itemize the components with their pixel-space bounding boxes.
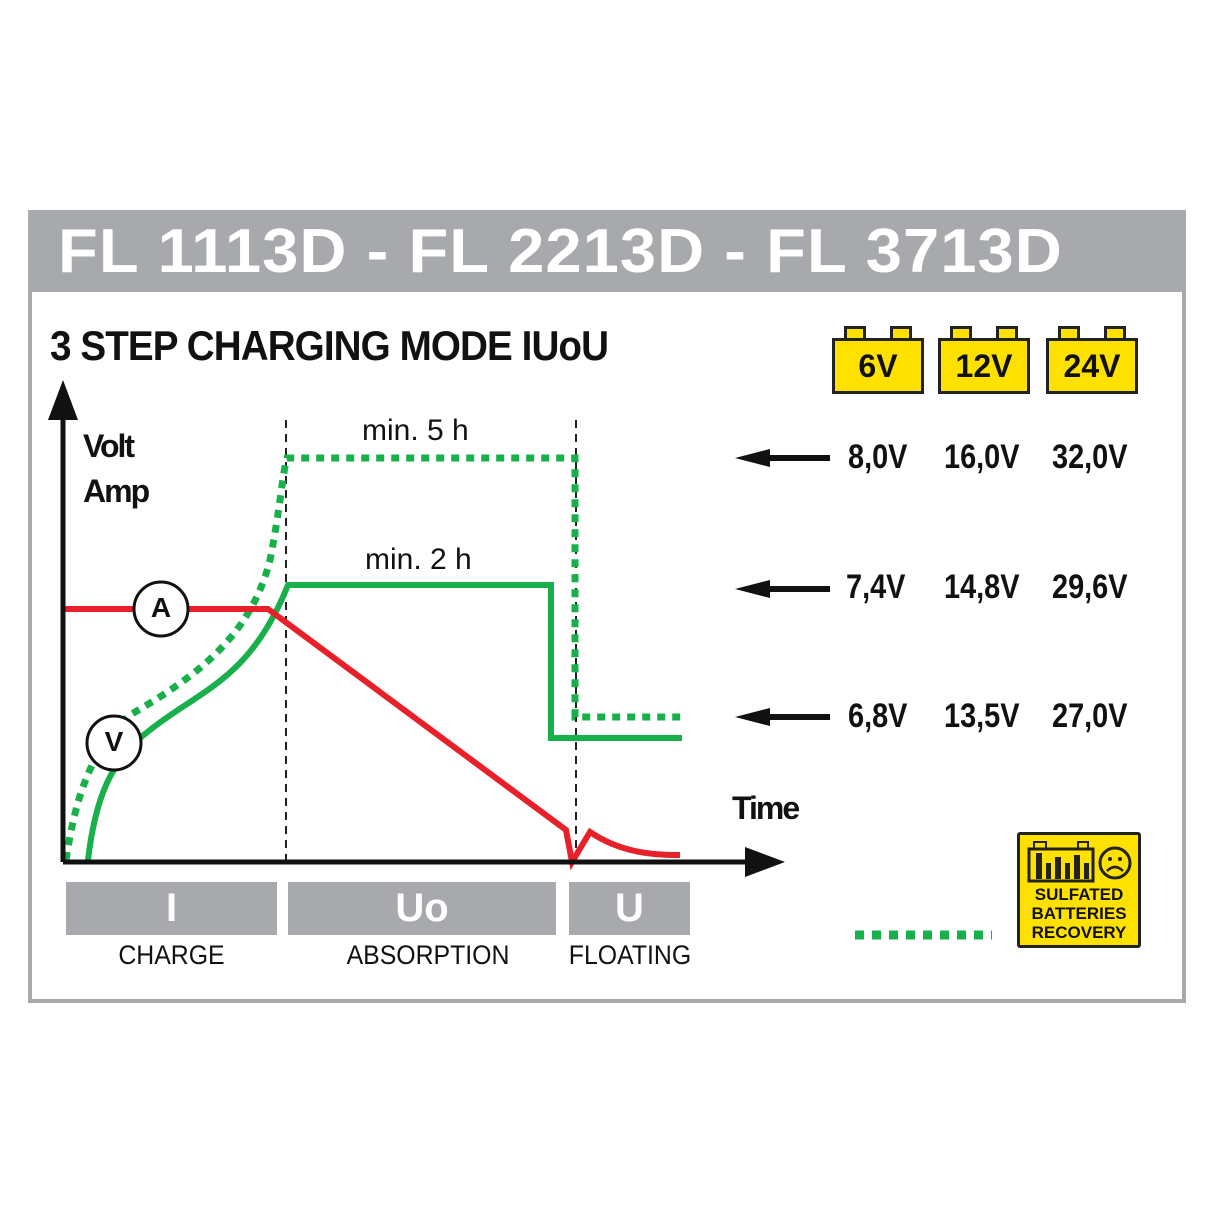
badge-text-line: SULFATED bbox=[1034, 885, 1124, 904]
y-axis-label-amp: Amp bbox=[83, 473, 150, 509]
sad-face-icon bbox=[1098, 846, 1132, 880]
diagram-title: 3 STEP CHARGING MODE IUoU bbox=[50, 322, 609, 369]
level-arrows bbox=[735, 449, 830, 726]
level-value: 27,0V bbox=[1052, 697, 1128, 735]
annotation-min-2h: min. 2 h bbox=[365, 543, 472, 576]
volt-marker bbox=[85, 714, 143, 772]
arrow-left-icon bbox=[735, 708, 770, 726]
voltage-dotted-curve bbox=[62, 454, 682, 861]
phase-absorption-label: ABSORPTION bbox=[346, 940, 510, 970]
phase-floating-label: FLOATING bbox=[568, 940, 692, 970]
level-value: 16,0V bbox=[944, 438, 1020, 476]
header-bar bbox=[28, 210, 1186, 292]
badge-text-line: RECOVERY bbox=[1031, 923, 1127, 942]
y-axis-arrow-icon bbox=[48, 380, 78, 420]
level-value: 8,0V bbox=[848, 438, 908, 476]
phase-absorption-box: Uo bbox=[288, 882, 556, 935]
x-axis-label: Time bbox=[732, 790, 800, 826]
amp-marker-label: A bbox=[150, 592, 172, 623]
battery-12v-icon: 12V bbox=[938, 326, 1030, 394]
badge-text-line: BATTERIES bbox=[1031, 904, 1127, 923]
sulfated-batteries-recovery-badge: SULFATED BATTERIES RECOVERY bbox=[1017, 832, 1141, 948]
battery-24v-icon: 24V bbox=[1046, 326, 1138, 394]
annotation-min-5h: min. 5 h bbox=[362, 414, 469, 447]
battery-6v-icon: 6V bbox=[832, 326, 924, 394]
arrow-left-icon bbox=[735, 449, 770, 467]
level-value: 6,8V bbox=[848, 697, 908, 735]
level-value: 14,8V bbox=[944, 568, 1020, 606]
current-curve bbox=[63, 606, 681, 871]
sulfated-battery-icon bbox=[1027, 841, 1095, 883]
phase-floating-box: U bbox=[569, 882, 690, 935]
y-axis-label-volt: Volt bbox=[83, 428, 135, 464]
phase-charge-label: CHARGE bbox=[118, 940, 225, 970]
level-value: 7,4V bbox=[846, 568, 906, 606]
level-value: 32,0V bbox=[1052, 438, 1128, 476]
amp-marker bbox=[132, 580, 190, 638]
x-axis-arrow-icon bbox=[745, 847, 785, 877]
level-value: 13,5V bbox=[944, 697, 1020, 735]
phase-charge-box: I bbox=[66, 882, 277, 935]
level-value: 29,6V bbox=[1052, 568, 1128, 606]
arrow-left-icon bbox=[735, 580, 770, 598]
model-title: FL 1113D - FL 2213D - FL 3713D bbox=[58, 217, 1063, 286]
volt-marker-label: V bbox=[104, 726, 124, 757]
